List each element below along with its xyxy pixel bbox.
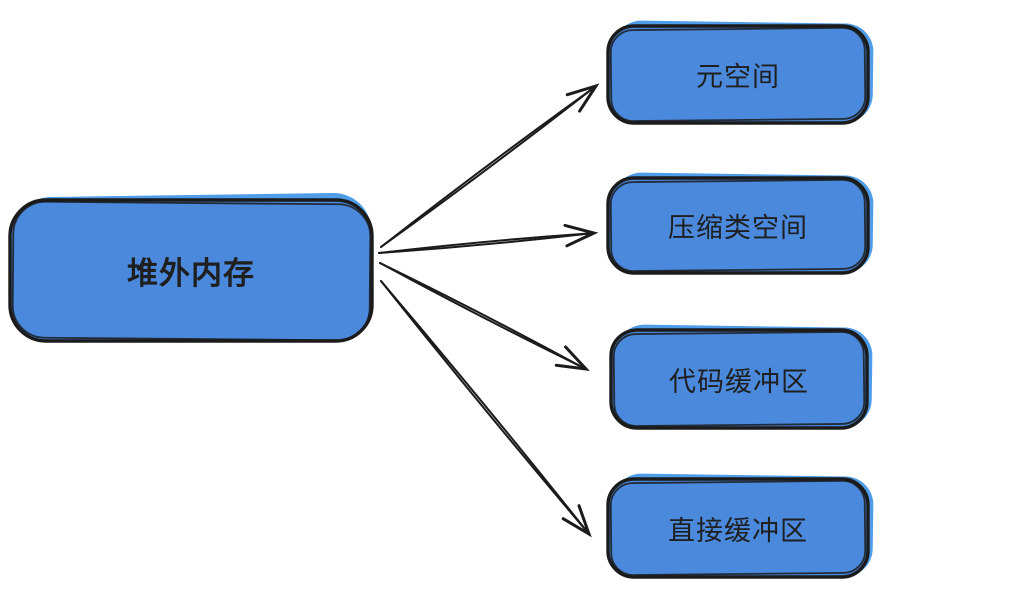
node-code-buffer[interactable] bbox=[609, 324, 873, 430]
arrow-to-compressed-class-space bbox=[378, 223, 599, 254]
node-offheap-memory[interactable] bbox=[8, 192, 374, 343]
arrow-to-code-buffer bbox=[379, 262, 590, 372]
arrow-to-direct-buffer bbox=[380, 280, 592, 538]
node-direct-buffer[interactable] bbox=[606, 473, 874, 579]
node-compressed-class-space[interactable] bbox=[606, 172, 874, 275]
node-metaspace[interactable] bbox=[606, 20, 874, 125]
arrow-to-metaspace bbox=[380, 83, 600, 248]
